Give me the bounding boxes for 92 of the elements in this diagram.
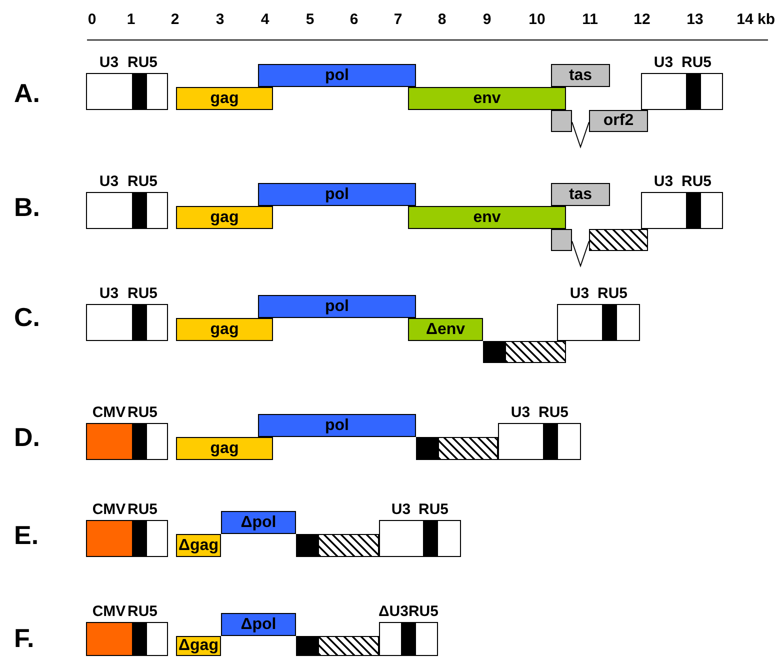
row-label: A. <box>14 79 40 107</box>
splice-line <box>572 122 590 149</box>
region-label: U3 <box>391 502 411 518</box>
gene-label: Δpol <box>240 514 276 530</box>
gene-label: env <box>473 90 501 106</box>
row-label: D. <box>14 423 40 451</box>
scale-tick-label: 5 <box>306 12 314 28</box>
region-label: RU5 <box>128 174 158 190</box>
hatched-segment <box>438 437 498 460</box>
env-gene-box <box>408 206 566 229</box>
hatched-segment <box>589 229 648 251</box>
scale-tick-label: 11 <box>582 12 598 28</box>
region-label: RU5 <box>598 286 628 302</box>
gene-label: pol <box>325 186 349 202</box>
region-label: ΔU3RU5 <box>378 604 438 620</box>
filled-segment <box>483 341 505 363</box>
gag-gene-box <box>176 206 273 229</box>
row-label: E. <box>14 521 39 549</box>
accessory-gene-box <box>551 183 610 206</box>
pol-gene-box <box>258 414 416 437</box>
region-label: U3 <box>99 286 119 302</box>
accessory-gene-box <box>589 110 648 132</box>
scale-tick-label: 14 kb <box>736 12 775 28</box>
gene-label: gag <box>210 90 239 106</box>
gene-label: Δgag <box>178 638 218 654</box>
region-label: U3 <box>510 405 530 421</box>
gene-label: tas <box>568 186 592 202</box>
region-label: RU5 <box>682 55 712 71</box>
region-label: U3 <box>654 174 674 190</box>
region-label: RU5 <box>128 286 158 302</box>
pol-gene-box <box>221 613 296 636</box>
scale-tick-label: 13 <box>686 12 704 28</box>
region-label: RU5 <box>418 502 448 518</box>
region-label: CMV <box>92 502 126 518</box>
gene-label: Δpol <box>240 616 276 632</box>
scale-tick-label: 0 <box>88 12 96 28</box>
gag-gene-box <box>176 87 273 110</box>
gene-label: gag <box>210 440 239 456</box>
scale-tick-label: 8 <box>438 12 446 28</box>
gene-label: pol <box>325 68 349 84</box>
filled-segment <box>416 437 438 460</box>
spliced-exon-box <box>551 110 572 132</box>
pol-gene-box <box>258 295 416 318</box>
gene-label: Δgag <box>178 538 218 554</box>
gene-label: env <box>473 210 501 226</box>
region-label: RU5 <box>128 604 158 620</box>
scale-tick-label: 12 <box>634 12 650 28</box>
spliced-exon-box <box>551 229 572 251</box>
gene-label: tas <box>568 68 592 84</box>
region-label: U3 <box>570 286 590 302</box>
region-label: RU5 <box>538 405 568 421</box>
row-label: C. <box>14 303 40 331</box>
env-gene-box <box>408 318 483 341</box>
accessory-gene-box <box>551 64 610 87</box>
hatched-segment <box>505 341 566 363</box>
gag-gene-box <box>176 437 273 460</box>
gene-label: gag <box>210 210 239 226</box>
row-label: B. <box>14 193 40 221</box>
gene-label: pol <box>325 418 349 434</box>
region-label: RU5 <box>128 55 158 71</box>
region-label: U3 <box>99 55 119 71</box>
pol-gene-box <box>258 64 416 87</box>
scale-tick-label: 7 <box>394 12 402 28</box>
scale-tick-label: 3 <box>216 12 224 28</box>
pol-gene-box <box>258 183 416 206</box>
env-gene-box <box>408 87 566 110</box>
gene-label: orf2 <box>603 113 634 129</box>
scale-tick-label: 9 <box>482 12 492 28</box>
pol-gene-box <box>221 511 296 534</box>
scale-tick-label: 1 <box>126 12 136 28</box>
scale-tick-label: 10 <box>528 12 546 28</box>
hatched-segment <box>318 636 379 656</box>
splice-line <box>572 240 590 268</box>
region-label: U3 <box>654 55 674 71</box>
filled-segment <box>296 534 318 557</box>
region-label: U3 <box>99 174 119 190</box>
gene-label: pol <box>325 298 349 314</box>
hatched-segment <box>318 534 379 557</box>
filled-segment <box>296 636 318 656</box>
region-label: RU5 <box>128 502 158 518</box>
gene-label: gag <box>210 322 239 338</box>
gag-gene-box <box>176 318 273 341</box>
row-label: F. <box>14 624 34 652</box>
region-label: CMV <box>92 405 126 421</box>
gag-gene-box <box>176 534 221 557</box>
region-label: RU5 <box>128 405 158 421</box>
scale-tick-label: 4 <box>260 12 270 28</box>
region-label: RU5 <box>682 174 712 190</box>
scale-tick-label: 2 <box>170 12 180 28</box>
scale-tick-label: 6 <box>350 12 358 28</box>
region-label: CMV <box>92 604 126 620</box>
gene-label: Δenv <box>426 322 466 338</box>
